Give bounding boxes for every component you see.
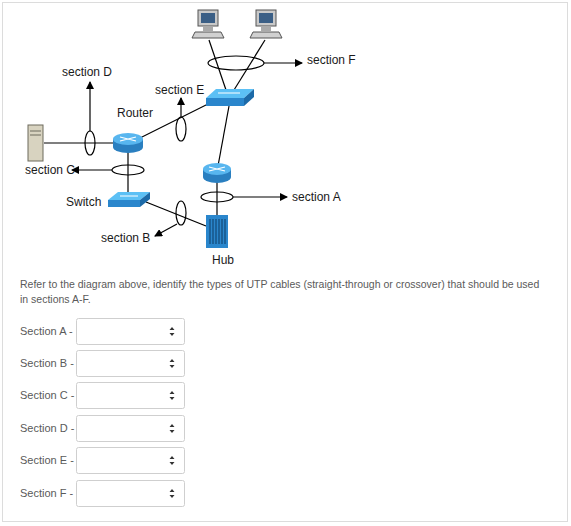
cable-lines bbox=[44, 40, 265, 226]
pc-icon bbox=[192, 10, 224, 38]
hub-icon bbox=[206, 215, 228, 248]
section-label: section D bbox=[62, 65, 112, 79]
server-icon bbox=[28, 125, 43, 161]
section-markers bbox=[85, 56, 264, 225]
question-card bbox=[3, 3, 568, 522]
pc-icon bbox=[250, 10, 282, 38]
dropdown-boxes bbox=[77, 319, 185, 507]
field-label: Section F - bbox=[20, 486, 73, 500]
field-label: Section B - bbox=[20, 356, 74, 370]
field-label: Section A - bbox=[20, 324, 73, 338]
section-label: section F bbox=[307, 53, 356, 67]
device-label: Hub bbox=[212, 253, 234, 267]
switch-icon bbox=[206, 89, 254, 106]
dropdown-arrows bbox=[170, 327, 175, 498]
section-label: section A bbox=[292, 190, 341, 204]
device-label: Router bbox=[117, 106, 153, 120]
section-label: section B bbox=[101, 231, 150, 245]
field-label: Section E - bbox=[20, 453, 74, 467]
router-icon bbox=[113, 133, 143, 153]
question-text: Refer to the diagram above, identify the… bbox=[20, 277, 550, 307]
device-label: Switch bbox=[66, 195, 101, 209]
field-label: Section D - bbox=[20, 421, 74, 435]
section-label: section C bbox=[25, 163, 75, 177]
section-label: section E bbox=[155, 83, 204, 97]
switch-icon bbox=[108, 192, 150, 207]
field-label: Section C - bbox=[20, 388, 74, 402]
router-icon bbox=[203, 163, 231, 183]
leader-arrows bbox=[72, 63, 302, 236]
